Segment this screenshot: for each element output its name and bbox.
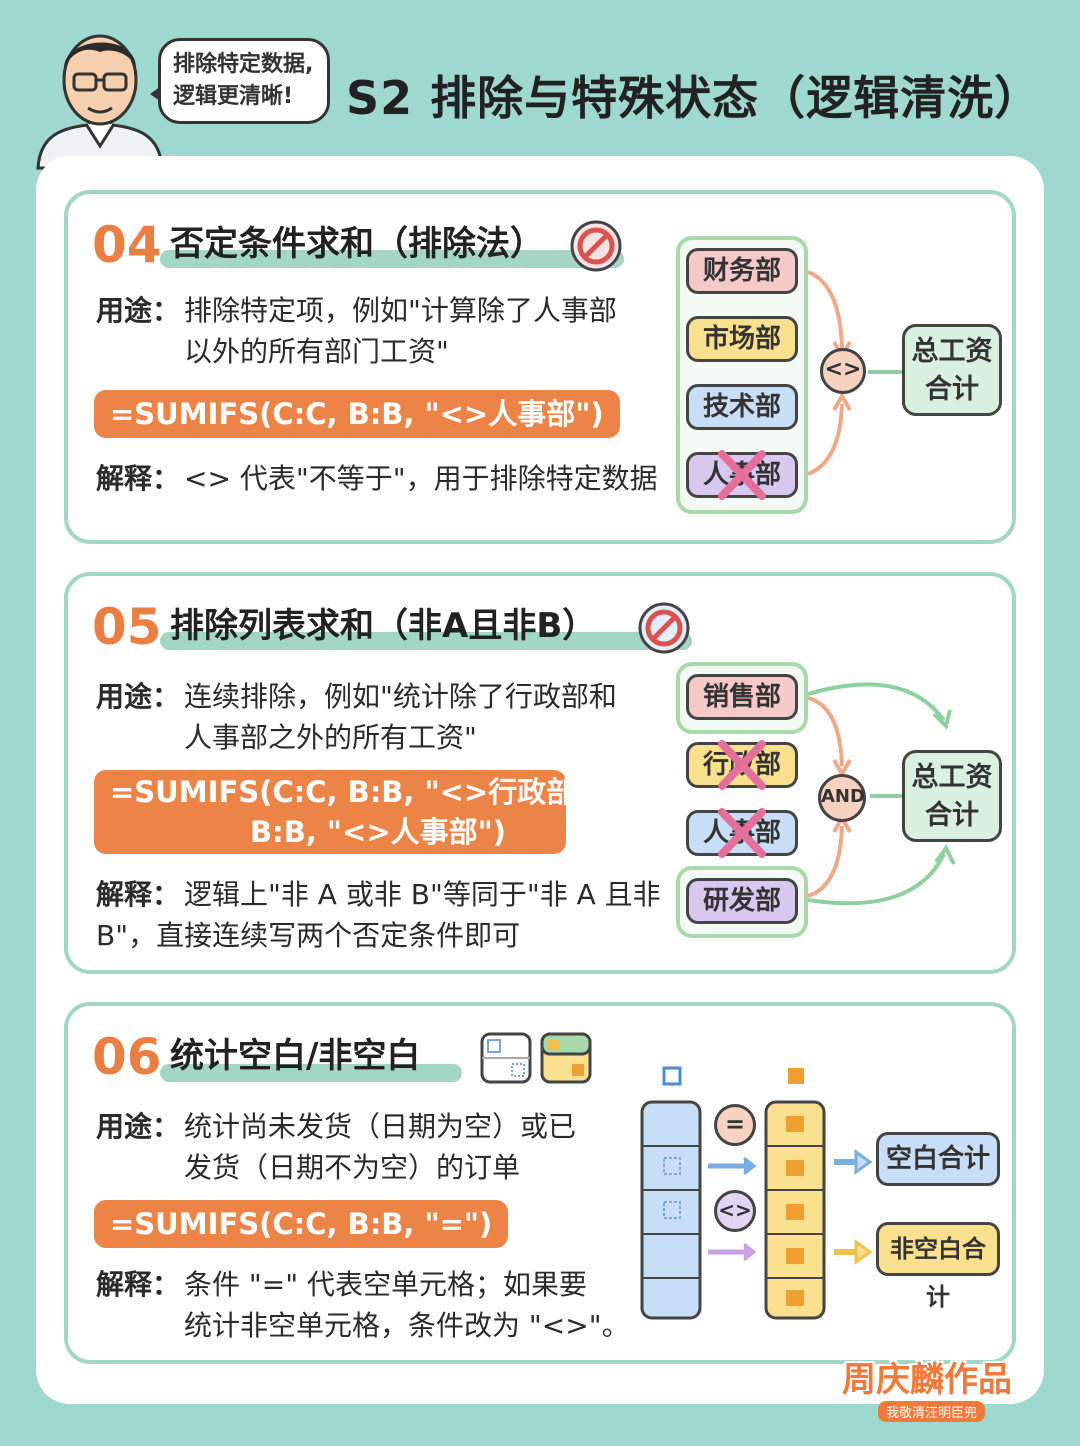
dept-tech: 技术部 (686, 384, 798, 430)
formula-line-1: =SUMIFS(C:C, B:B, "<>行政部", (110, 775, 602, 809)
result-nonblank-total: 非空白合计 (876, 1222, 1000, 1311)
operator-not-equal: <> (714, 1190, 756, 1232)
explain-block: 解释：条件 "=" 代表空单元格；如果要 统计非空单元格，条件改为 "<>"。 (96, 1264, 630, 1346)
usage-block: 用途：统计尚未发货（日期为空）或已 发货（日期不为空）的订单 (96, 1106, 576, 1188)
title-highlight (160, 250, 624, 268)
section-title: 统计空白/非空白 (170, 1036, 421, 1076)
usage-line-1: 排除特定项，例如"计算除了人事部 (184, 294, 617, 327)
usage-block: 用途：排除特定项，例如"计算除了人事部 以外的所有部门工资" (96, 290, 617, 372)
explain-line-1: <> 代表"不等于"，用于排除特定数据 (184, 462, 658, 495)
usage-line-2: 发货（日期不为空）的订单 (184, 1151, 521, 1184)
blank-vs-nonblank-diagram (640, 1066, 873, 1320)
page-title: S2 排除与特殊状态（逻辑清洗） (346, 71, 1042, 125)
excluded-cross-icon (718, 740, 766, 790)
usage-line-1: 连续排除，例如"统计除了行政部和 (184, 680, 617, 713)
usage-label: 用途： (96, 680, 181, 713)
explain-label: 解释： (96, 462, 181, 495)
watermark-main: 周庆麟作品 (842, 1360, 1012, 1400)
formula-line-2: B:B, "<>人事部") (250, 815, 506, 849)
explain-block: 解释：逻辑上"非 A 或非 B"等同于"非 A 且非 B"，直接连续写两个否定条… (96, 874, 661, 956)
operator-not-equal: <> (820, 348, 866, 394)
card-06: 06 统计空白/非空白 用途：统计尚未发货（日期为空）或已 发货（日期不为空）的… (64, 1002, 1016, 1364)
formula-box: =SUMIFS(C:C, B:B, "<>人事部") (94, 390, 620, 438)
operator-and: AND (818, 774, 866, 822)
total-box: 总工资 合计 (902, 324, 1002, 416)
filled-cell-icon (540, 1032, 592, 1084)
dept-rnd: 研发部 (686, 878, 798, 924)
section-number: 05 (92, 598, 162, 656)
explain-label: 解释： (96, 878, 181, 911)
author-avatar (30, 18, 170, 170)
explain-line-1: 逻辑上"非 A 或非 B"等同于"非 A 且非 (184, 878, 661, 911)
explain-line-2: B"，直接连续写两个否定条件即可 (96, 919, 521, 952)
speech-line-2: 逻辑更清晰! (173, 84, 294, 109)
section-number: 06 (92, 1028, 162, 1086)
formula-box: =SUMIFS(C:C, B:B, "=") (94, 1200, 509, 1248)
dept-marketing: 市场部 (686, 316, 798, 362)
section-title: 否定条件求和（排除法） (170, 224, 544, 264)
explain-line-2: 统计非空单元格，条件改为 "<>"。 (184, 1309, 630, 1342)
explain-label: 解释： (96, 1268, 181, 1301)
section-number: 04 (92, 216, 162, 274)
total-line-1: 总工资 (911, 762, 993, 793)
excluded-cross-icon (718, 450, 766, 500)
flow-arrows (807, 682, 956, 906)
speech-bubble: 排除特定数据, 逻辑更清晰! (158, 38, 330, 124)
usage-line-2: 人事部之外的所有工资" (184, 721, 477, 754)
dept-sales: 销售部 (686, 674, 798, 720)
author-watermark: 周庆麟作品 我敬清汪明臣兜 (842, 1352, 1032, 1422)
title-highlight (160, 632, 692, 650)
dept-hr: 人事部 (686, 810, 798, 856)
total-line-1: 总工资 (911, 336, 993, 367)
usage-label: 用途： (96, 1110, 181, 1143)
usage-line-2: 以外的所有部门工资" (184, 335, 449, 368)
dept-finance: 财务部 (686, 248, 798, 294)
title-highlight (160, 1064, 462, 1082)
result-blank-total: 空白合计 (876, 1132, 1000, 1186)
card-05: 05 排除列表求和（非A且非B） 用途：连续排除，例如"统计除了行政部和 人事部… (64, 572, 1016, 974)
explain-line-1: 条件 "=" 代表空单元格；如果要 (184, 1268, 588, 1301)
section-title: 排除列表求和（非A且非B） (170, 606, 597, 646)
formula-box: =SUMIFS(C:C, B:B, "<>行政部", B:B, "<>人事部") (94, 770, 602, 854)
watermark-sub: 我敬清汪明臣兜 (878, 1401, 986, 1422)
card-04: 04 否定条件求和（排除法） 用途：排除特定项，例如"计算除了人事部 以外的所有… (64, 190, 1016, 544)
explain-block: 解释：<> 代表"不等于"，用于排除特定数据 (96, 458, 658, 499)
prohibit-icon (570, 220, 622, 272)
operator-equal: = (714, 1104, 756, 1146)
usage-label: 用途： (96, 294, 181, 327)
excluded-cross-icon (718, 808, 766, 858)
usage-line-1: 统计尚未发货（日期为空）或已 (184, 1110, 577, 1143)
total-line-2: 合计 (925, 374, 979, 405)
prohibit-icon (638, 602, 690, 654)
total-box: 总工资 合计 (902, 750, 1002, 842)
blank-cell-icon (480, 1032, 532, 1084)
total-line-2: 合计 (925, 800, 979, 831)
usage-block: 用途：连续排除，例如"统计除了行政部和 人事部之外的所有工资" (96, 676, 617, 758)
speech-line-1: 排除特定数据, (173, 52, 314, 77)
